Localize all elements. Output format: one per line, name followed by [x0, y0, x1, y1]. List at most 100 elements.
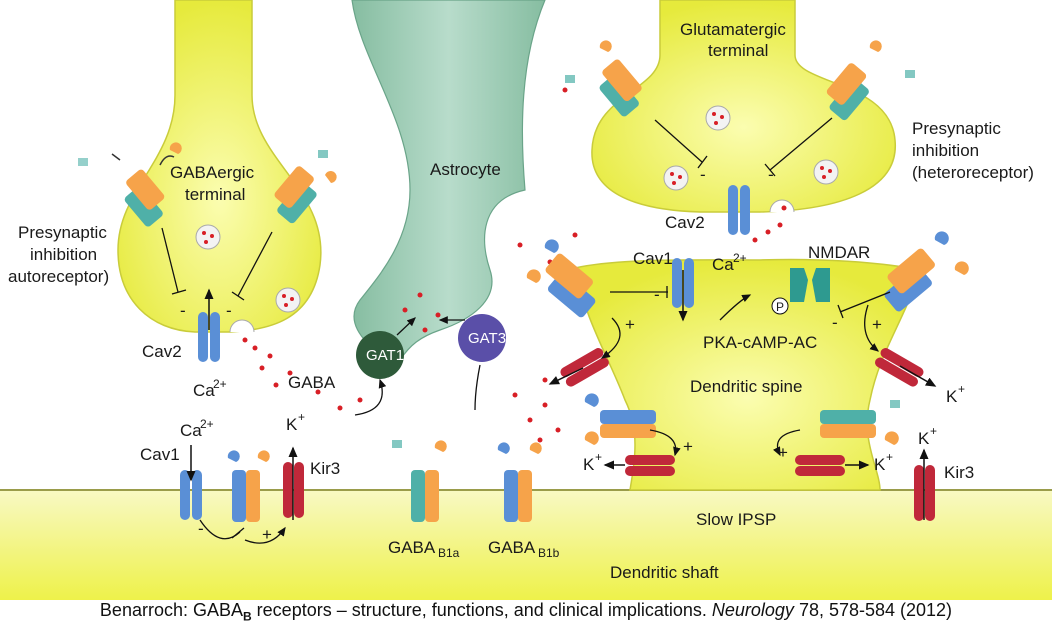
k-plus-spine-bottom-right-charge: + — [886, 450, 893, 464]
dendritic-spine — [574, 258, 921, 491]
plus-sign-5: + — [262, 525, 272, 544]
ca2-right-label: Ca — [712, 255, 734, 274]
presyn-auto-label-3: autoreceptor) — [8, 267, 109, 286]
gabab1b-subscript: B1b — [538, 546, 560, 560]
cav1-spine-label: Cav1 — [633, 249, 673, 268]
kir3-channel-spine-right — [875, 348, 937, 387]
plus-sign-3: + — [683, 437, 693, 456]
minus-sign-6: - — [832, 313, 838, 332]
gabab-receptor-spine-lower-left — [584, 393, 656, 445]
ca2-right-charge: 2+ — [733, 251, 747, 265]
caption-journal: Neurology — [711, 600, 794, 620]
minus-sign-4: - — [768, 165, 774, 184]
k-plus-spine-right: K — [946, 387, 958, 406]
gabab1a-receptor — [392, 440, 447, 522]
ca2-left-charge: 2+ — [213, 377, 227, 391]
ca2-shaft-charge: 2+ — [200, 417, 214, 431]
gabab1b-label: GABA — [488, 538, 536, 557]
minus-sign-2: - — [226, 301, 232, 320]
kir3-right-label: Kir3 — [944, 463, 974, 482]
kir3-channel-shaft-right — [914, 448, 935, 521]
gabab-receptor-spine-lower-right — [820, 400, 900, 445]
presyn-hetero-label-1: Presynaptic — [912, 119, 1001, 138]
dendritic-shaft-label: Dendritic shaft — [610, 563, 719, 582]
k-plus-spine-bottom-left-charge: + — [595, 450, 602, 464]
astrocyte-label: Astrocyte — [430, 160, 501, 179]
kir3-channel-spine-left — [548, 348, 609, 387]
kir3-channel-spine-bottom-left — [603, 455, 675, 476]
gabab-receptor-spine-right — [884, 231, 969, 312]
cav1-channel-shaft — [180, 445, 202, 520]
kir3-channel-shaft-left — [283, 446, 304, 520]
nmdar-label: NMDAR — [808, 243, 870, 262]
caption-sub: B — [243, 609, 252, 624]
vesicle-gabaergic-2 — [275, 287, 301, 313]
k-plus-spine-bottom-left: K — [583, 455, 595, 474]
k-plus-shaft-right: K — [918, 429, 930, 448]
presyn-hetero-label-3: (heteroreceptor) — [912, 163, 1034, 182]
figure-caption: Benarroch: GABAB receptors – structure, … — [0, 600, 1052, 624]
minus-sign-3: - — [700, 165, 706, 184]
k-plus-spine-bottom-right: K — [874, 455, 886, 474]
gabab1a-label: GABA — [388, 538, 436, 557]
gabab-receptor-shaft-1 — [227, 450, 270, 522]
ca2-shaft-label: Ca — [180, 421, 202, 440]
cav2-right-label: Cav2 — [665, 213, 705, 232]
presyn-auto-label-1: Presynaptic — [18, 223, 107, 242]
vesicle-glut-3 — [813, 159, 839, 185]
slow-ipsp-label: Slow IPSP — [696, 510, 776, 529]
p-symbol: P — [776, 300, 784, 314]
gabaergic-terminal-label-2: terminal — [185, 185, 245, 204]
cav1-shaft-label: Cav1 — [140, 445, 180, 464]
gat3-label: GAT3 — [468, 330, 506, 347]
gaba-label: GABA — [288, 373, 336, 392]
cav2-left-label: Cav2 — [142, 342, 182, 361]
caption-title: receptors – structure, functions, and cl… — [251, 600, 712, 620]
glutamatergic-label-2: terminal — [708, 41, 768, 60]
astrocyte — [351, 0, 546, 361]
nmdar-receptor — [771, 268, 830, 315]
cav2-channel-right — [728, 185, 750, 235]
gabab-receptor-spine-left — [526, 239, 596, 318]
presyn-auto-label-2: inhibition — [30, 245, 97, 264]
minus-sign-7: - — [198, 519, 204, 538]
vesicle-fusing-glut — [769, 199, 795, 213]
minus-sign-1: - — [180, 301, 186, 320]
kir3-channel-spine-bottom-right — [795, 455, 870, 476]
gabab-receptor-gaba-left — [78, 142, 182, 227]
gabaergic-terminal-label-1: GABAergic — [170, 163, 255, 182]
k-plus-shaft-left-charge: + — [298, 410, 305, 424]
presyn-hetero-label-2: inhibition — [912, 141, 979, 160]
plus-sign-4: + — [778, 443, 788, 462]
vesicle-glut-2 — [663, 165, 689, 191]
caption-citation: 78, 578-584 (2012) — [793, 600, 953, 620]
cav1-channel-spine — [672, 258, 694, 322]
gat1-transporter — [356, 331, 404, 379]
k-plus-shaft-left: K — [286, 415, 298, 434]
effect-lines — [161, 117, 891, 544]
diagram-svg: GABAergic terminal Astrocyte Glutamaterg… — [0, 0, 1052, 600]
gat3-transporter — [458, 314, 506, 362]
ca2-left-label: Ca — [193, 381, 215, 400]
minus-sign-5: - — [654, 285, 660, 304]
gabab1a-subscript: B1a — [438, 546, 460, 560]
gabab-receptor-glut-right — [826, 40, 915, 121]
glutamatergic-label-1: Glutamatergic — [680, 20, 786, 39]
gabab-receptor-gaba-right — [274, 150, 337, 224]
vesicle-gabaergic-1 — [195, 224, 221, 250]
gat1-label: GAT1 — [366, 347, 404, 364]
gabab1b-receptor — [497, 442, 542, 522]
pka-label: PKA-cAMP-AC — [703, 333, 817, 352]
k-plus-shaft-right-charge: + — [930, 424, 937, 438]
vesicle-fusing-gaba — [229, 319, 255, 333]
k-plus-spine-right-charge: + — [958, 382, 965, 396]
cav2-channel-left — [198, 288, 220, 362]
plus-sign-2: + — [872, 315, 882, 334]
vesicle-glut-1 — [705, 105, 731, 131]
kir3-left-label: Kir3 — [310, 459, 340, 478]
dendritic-spine-label: Dendritic spine — [690, 377, 802, 396]
caption-author: Benarroch: GABA — [99, 600, 243, 620]
plus-sign-1: + — [625, 315, 635, 334]
gabab-receptor-glut-left — [565, 40, 642, 117]
